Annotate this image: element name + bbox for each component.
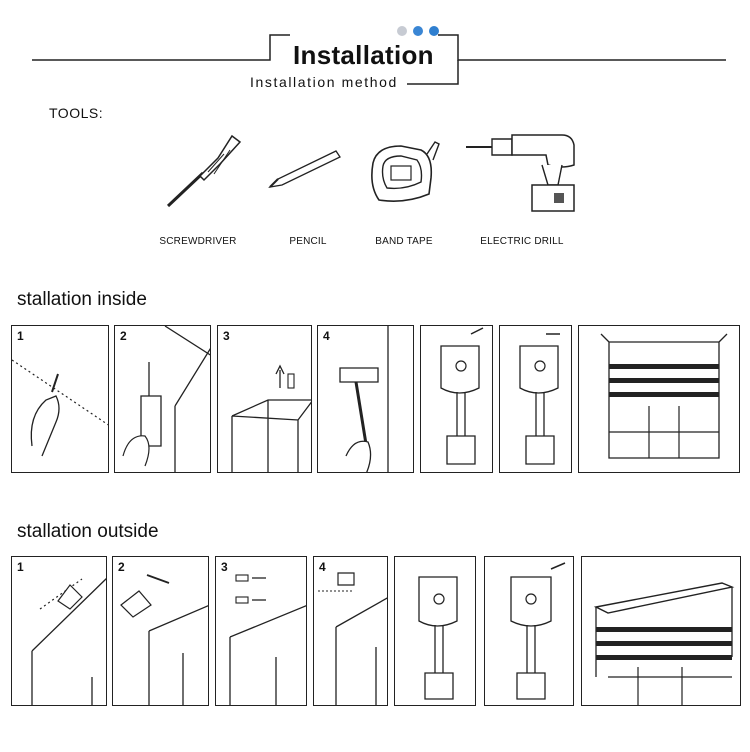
tool-label-pencil: PENCIL — [289, 236, 327, 247]
insert-anchor-illustration — [231, 364, 311, 472]
page-title: Installation — [293, 40, 434, 70]
bracket-mount-illustration — [440, 327, 484, 465]
pencil-icon — [268, 150, 341, 188]
page-subtitle: Installation method — [250, 74, 398, 90]
step-number: 3 — [221, 560, 228, 574]
inside-step-6-panel — [499, 325, 572, 473]
installed-blind-outside-illustration — [593, 582, 735, 705]
step-number: 2 — [120, 329, 127, 343]
inside-step-3-panel: 3 — [217, 325, 312, 473]
outside-step-1-panel: 1 — [11, 556, 107, 706]
step-number: 3 — [223, 329, 230, 343]
step-number: 1 — [17, 329, 24, 343]
screw-outside-illustration — [318, 572, 387, 705]
mark-outside-illustration — [31, 578, 106, 705]
inside-result-panel — [578, 325, 740, 473]
tape-icon — [371, 141, 440, 202]
screw-bracket-illustration — [339, 326, 389, 472]
tool-label-electric-drill: ELECTRIC DRILL — [480, 236, 564, 247]
bracket-fix-illustration — [519, 333, 560, 465]
outside-step-3-panel: 3 — [215, 556, 307, 706]
step-number: 4 — [323, 329, 330, 343]
bracket-outside-illustration — [418, 576, 458, 700]
section-heading-inside: stallation inside — [17, 289, 147, 310]
tool-label-screwdriver: SCREWDRIVER — [159, 236, 237, 247]
section-heading-outside: stallation outside — [17, 521, 159, 542]
outside-step-6-panel — [484, 556, 574, 706]
drill-outside-illustration — [120, 574, 208, 705]
tools-label: TOOLS: — [49, 105, 104, 121]
dot-blue-2 — [429, 26, 439, 36]
step-number: 4 — [319, 560, 326, 574]
header-rules — [32, 34, 726, 85]
dot-blue-1 — [413, 26, 423, 36]
installed-blind-inside-illustration — [600, 333, 728, 459]
bracket-fix-outside-illustration — [510, 562, 566, 700]
drill-icon — [466, 134, 575, 212]
tool-label-band-tape: BAND TAPE — [375, 236, 433, 247]
mark-pencil-illustration — [12, 359, 108, 457]
outside-step-5-panel — [394, 556, 476, 706]
anchor-outside-illustration — [229, 574, 306, 705]
inside-step-2-panel: 2 — [114, 325, 211, 473]
step-number: 1 — [17, 560, 24, 574]
screwdriver-icon — [166, 134, 242, 208]
drill-hole-illustration — [122, 326, 210, 472]
outside-result-panel — [581, 556, 741, 706]
outside-step-4-panel: 4 — [313, 556, 388, 706]
dot-gray — [397, 26, 407, 36]
inside-step-4-panel: 4 — [317, 325, 414, 473]
inside-step-5-panel — [420, 325, 493, 473]
inside-step-1-panel: 1 — [11, 325, 109, 473]
outside-step-2-panel: 2 — [112, 556, 209, 706]
step-number: 2 — [118, 560, 125, 574]
